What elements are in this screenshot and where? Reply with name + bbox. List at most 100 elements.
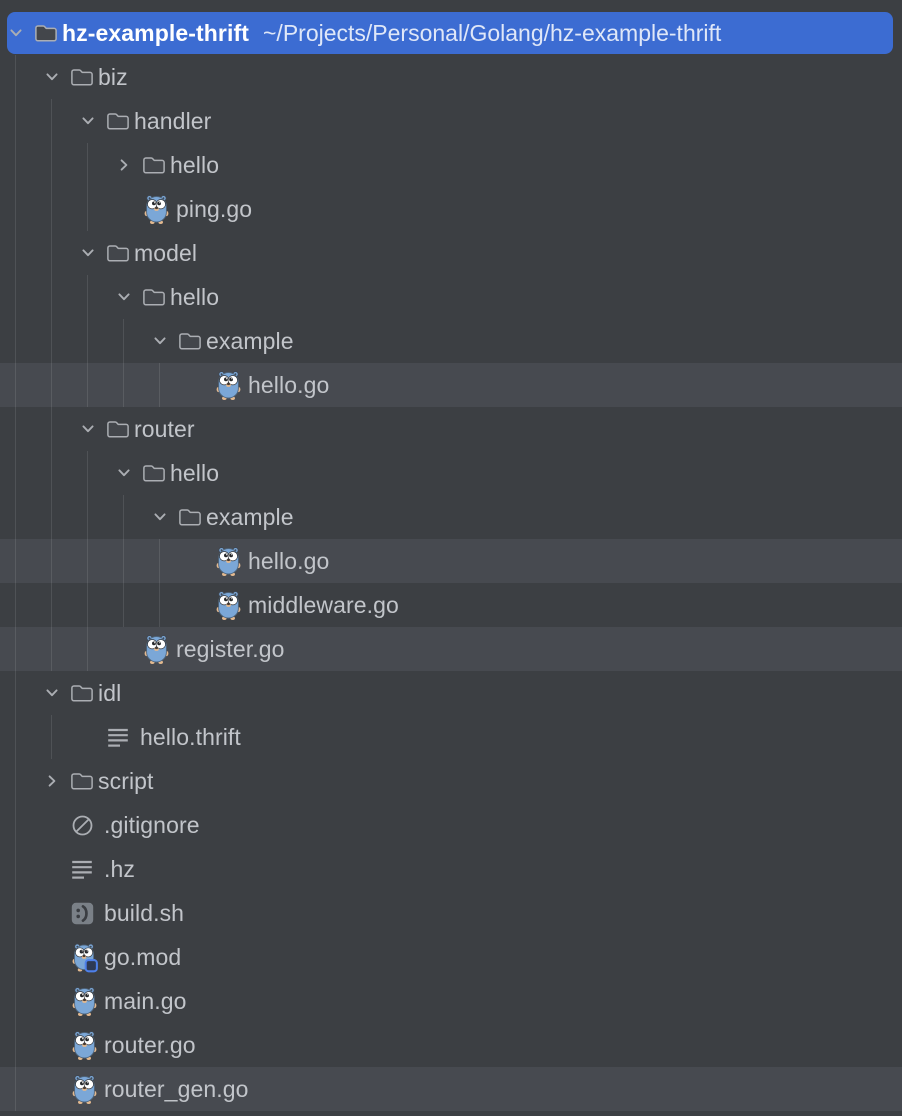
tree-row-hz-example-thrift[interactable]: hz-example-thrift~/Projects/Personal/Gol… bbox=[0, 11, 902, 55]
indent-spacer bbox=[0, 385, 180, 386]
indent-guide bbox=[15, 627, 16, 671]
chevron-placeholder bbox=[39, 1023, 65, 1067]
indent-guide bbox=[123, 583, 124, 627]
chevron-down-icon[interactable] bbox=[39, 55, 65, 99]
indent-spacer bbox=[0, 473, 108, 474]
tree-row-example[interactable]: example bbox=[0, 495, 902, 539]
indent-spacer bbox=[0, 869, 36, 870]
folder-icon bbox=[71, 55, 93, 99]
indent-guide bbox=[51, 407, 52, 451]
indent-guide bbox=[15, 583, 16, 627]
chevron-down-icon[interactable] bbox=[111, 451, 137, 495]
indent-guide bbox=[15, 319, 16, 363]
tree-row-model[interactable]: model bbox=[0, 231, 902, 275]
go-gopher-icon bbox=[215, 583, 243, 627]
chevron-placeholder bbox=[183, 539, 209, 583]
chevron-down-icon[interactable] bbox=[75, 407, 101, 451]
folder-icon bbox=[143, 451, 165, 495]
go-gopher-icon bbox=[143, 187, 171, 231]
tree-row-go.mod[interactable]: go.mod bbox=[0, 935, 902, 979]
indent-guide bbox=[123, 363, 124, 407]
file-name: register.go bbox=[176, 635, 285, 662]
tree-row-content: example bbox=[0, 319, 294, 363]
indent-guide bbox=[51, 627, 52, 671]
indent-guide bbox=[87, 627, 88, 671]
indent-spacer bbox=[0, 77, 36, 78]
indent-guide bbox=[15, 803, 16, 847]
indent-guide bbox=[15, 495, 16, 539]
chevron-down-icon[interactable] bbox=[111, 275, 137, 319]
tree-row-content: hello.go bbox=[0, 363, 329, 407]
file-name: router_gen.go bbox=[104, 1075, 249, 1102]
tree-row-content: go.mod bbox=[0, 935, 181, 979]
tree-row-router_gen.go[interactable]: router_gen.go bbox=[0, 1067, 902, 1111]
chevron-down-icon[interactable] bbox=[39, 671, 65, 715]
indent-spacer bbox=[0, 957, 36, 958]
tree-row-.gitignore[interactable]: .gitignore bbox=[0, 803, 902, 847]
chevron-right-icon[interactable] bbox=[111, 143, 137, 187]
ignored-file-icon bbox=[71, 803, 99, 847]
tree-row-register.go[interactable]: register.go bbox=[0, 627, 902, 671]
tree-row-main.go[interactable]: main.go bbox=[0, 979, 902, 1023]
tree-row-router.go[interactable]: router.go bbox=[0, 1023, 902, 1067]
tree-row-middleware.go[interactable]: middleware.go bbox=[0, 583, 902, 627]
tree-row-example[interactable]: example bbox=[0, 319, 902, 363]
file-name: .hz bbox=[104, 855, 135, 882]
indent-guide bbox=[51, 143, 52, 187]
tree-row-build.sh[interactable]: build.sh bbox=[0, 891, 902, 935]
indent-guide bbox=[15, 715, 16, 759]
tree-row-content: register.go bbox=[0, 627, 285, 671]
indent-spacer bbox=[0, 297, 108, 298]
chevron-down-icon[interactable] bbox=[75, 99, 101, 143]
tree-row-hello[interactable]: hello bbox=[0, 275, 902, 319]
tree-row-.hz[interactable]: .hz bbox=[0, 847, 902, 891]
folder-name: idl bbox=[98, 679, 122, 706]
chevron-down-icon[interactable] bbox=[75, 231, 101, 275]
tree-row-content: hello.thrift bbox=[0, 715, 241, 759]
tree-row-ping.go[interactable]: ping.go bbox=[0, 187, 902, 231]
indent-spacer bbox=[0, 693, 36, 694]
tree-row-biz[interactable]: biz bbox=[0, 55, 902, 99]
tree-row-content: router.go bbox=[0, 1023, 196, 1067]
tree-row-script[interactable]: script bbox=[0, 759, 902, 803]
chevron-right-icon[interactable] bbox=[39, 759, 65, 803]
indent-spacer bbox=[0, 1001, 36, 1002]
chevron-down-icon[interactable] bbox=[147, 319, 173, 363]
indent-guide bbox=[87, 363, 88, 407]
tree-row-content: router_gen.go bbox=[0, 1067, 249, 1111]
tree-row-hello.go[interactable]: hello.go bbox=[0, 363, 902, 407]
go-gopher-icon bbox=[215, 363, 243, 407]
chevron-down-icon[interactable] bbox=[147, 495, 173, 539]
indent-guide bbox=[51, 495, 52, 539]
indent-guide bbox=[51, 187, 52, 231]
go-gopher-icon bbox=[71, 979, 99, 1023]
file-name: router.go bbox=[104, 1031, 196, 1058]
indent-guide bbox=[15, 363, 16, 407]
indent-spacer bbox=[0, 649, 108, 650]
tree-row-hello.thrift[interactable]: hello.thrift bbox=[0, 715, 902, 759]
file-name: ping.go bbox=[176, 195, 253, 222]
folder-name: biz bbox=[98, 63, 128, 90]
indent-guide bbox=[123, 539, 124, 583]
folder-name: router bbox=[134, 415, 195, 442]
tree-row-hello[interactable]: hello bbox=[0, 451, 902, 495]
indent-guide bbox=[15, 847, 16, 891]
tree-row-router[interactable]: router bbox=[0, 407, 902, 451]
tree-row-content: hello bbox=[0, 451, 219, 495]
indent-guide bbox=[51, 363, 52, 407]
indent-spacer bbox=[0, 561, 180, 562]
indent-guide bbox=[51, 319, 52, 363]
tree-row-hello.go[interactable]: hello.go bbox=[0, 539, 902, 583]
chevron-down-icon[interactable] bbox=[3, 11, 29, 55]
indent-guide bbox=[15, 231, 16, 275]
chevron-placeholder bbox=[39, 935, 65, 979]
tree-row-hello[interactable]: hello bbox=[0, 143, 902, 187]
indent-spacer bbox=[0, 253, 72, 254]
text-file-icon bbox=[71, 847, 99, 891]
indent-guide bbox=[51, 275, 52, 319]
indent-guide bbox=[15, 671, 16, 715]
tree-row-idl[interactable]: idl bbox=[0, 671, 902, 715]
file-name: .gitignore bbox=[104, 811, 200, 838]
tree-row-handler[interactable]: handler bbox=[0, 99, 902, 143]
